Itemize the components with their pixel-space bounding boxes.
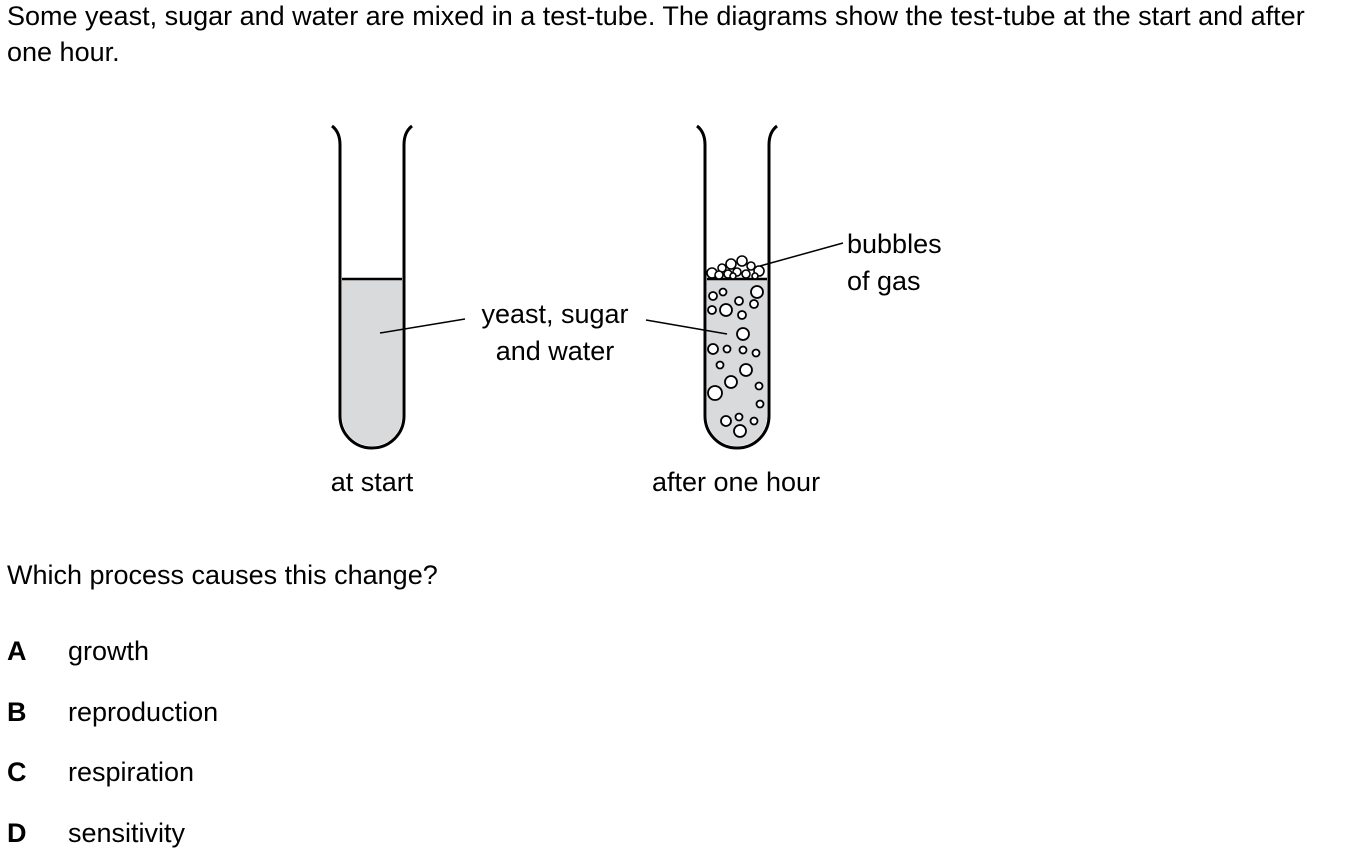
bubble: [714, 270, 724, 280]
bubble: [741, 269, 751, 279]
bubble: [720, 415, 732, 427]
bubble: [708, 291, 718, 301]
test-tube-after-one-hour: [696, 124, 778, 450]
leader-line: [645, 319, 728, 335]
bubble: [754, 381, 764, 391]
foam-bubbles: [706, 255, 765, 280]
bubble: [733, 424, 747, 438]
bubble: [738, 345, 748, 355]
bubble: [746, 261, 756, 271]
bubble: [737, 310, 747, 320]
tube-outline: [696, 124, 778, 450]
bubble: [734, 296, 744, 306]
caption-after-one-hour: after one hour: [652, 467, 820, 497]
label-mixture-line1: yeast, sugar: [481, 299, 628, 329]
bubble: [739, 363, 753, 377]
bubble: [751, 272, 759, 280]
bubble: [751, 348, 761, 358]
option-text: respiration: [68, 757, 195, 787]
caption-at-start: at start: [331, 467, 414, 497]
option-text: reproduction: [68, 697, 219, 727]
label-mixture-line2: and water: [496, 336, 615, 366]
option-letter: A: [7, 636, 27, 666]
bubble: [719, 303, 733, 317]
option-letter: D: [7, 818, 27, 848]
bubble: [724, 375, 738, 389]
bubble: [729, 272, 737, 280]
label-bubbles-line2: of gas: [847, 266, 921, 296]
bubble: [736, 327, 750, 341]
bubble: [707, 385, 723, 401]
option-text: growth: [68, 636, 150, 666]
option-letter: B: [7, 697, 27, 727]
bubble: [722, 344, 732, 354]
bubble: [749, 416, 759, 426]
bubble: [715, 360, 725, 370]
label-bubbles-line1: bubbles: [847, 229, 942, 259]
tube-outline: [331, 124, 413, 450]
bubble: [749, 299, 759, 309]
bubble: [707, 343, 719, 355]
liquid: [342, 279, 402, 446]
liquid: [707, 279, 767, 446]
option-letter: C: [7, 757, 27, 787]
leader-line: [379, 318, 466, 334]
question-stem: Some yeast, sugar and water are mixed in…: [7, 1, 1305, 67]
option-text: sensitivity: [68, 818, 186, 848]
bubble: [755, 399, 765, 409]
question-text: Which process causes this change?: [7, 560, 438, 590]
bubble: [725, 258, 737, 270]
bubble: [718, 287, 728, 297]
bubble: [707, 305, 717, 315]
bubble: [736, 255, 748, 267]
gas-bubbles: [707, 285, 765, 438]
bubble: [734, 412, 744, 422]
bubble: [750, 285, 764, 299]
test-tube-at-start: [331, 124, 413, 450]
leader-line: [759, 242, 844, 267]
